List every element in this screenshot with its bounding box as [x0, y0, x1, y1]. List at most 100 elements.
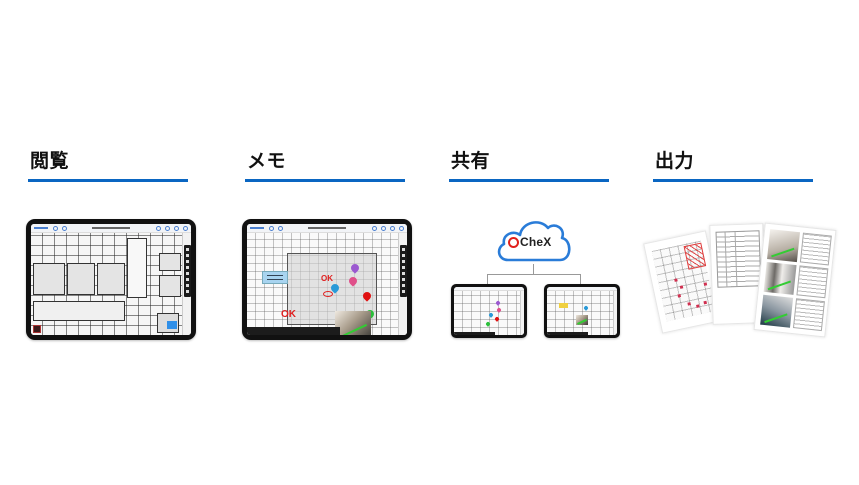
marker-dot: [703, 300, 708, 305]
minimap-viewport: [167, 321, 177, 329]
heading-underline: [245, 179, 405, 182]
document-title: [307, 227, 347, 229]
tool-strip: [184, 245, 191, 297]
heading-underline: [653, 179, 813, 182]
section-output: 出力: [653, 148, 823, 182]
marker-dot: [674, 278, 678, 282]
tablet-view-illustration: [26, 219, 196, 340]
map-pin-red-icon: [494, 316, 500, 322]
map-pin-purple-icon: [495, 300, 501, 306]
circle-icon: [62, 226, 67, 231]
section-heading-output: 出力: [655, 150, 695, 172]
circle-icon: [156, 226, 161, 231]
red-square-icon: [33, 325, 41, 333]
drawing-toolbar: [613, 291, 617, 335]
floor-plan-drawing: OK OK: [247, 233, 398, 335]
circle-icon: [269, 226, 274, 231]
back-icon: [250, 227, 264, 229]
section-share: 共有: [449, 148, 619, 182]
section-heading-view: 閲覧: [30, 150, 70, 172]
bottom-toolbar: [547, 332, 588, 335]
connector-line: [533, 264, 534, 274]
app-toolbar: [247, 224, 407, 233]
plan-corridor: [127, 238, 147, 298]
cloud-outline: [497, 221, 571, 262]
map-pin-pink-icon: [496, 307, 502, 313]
cloud-icon: CheX: [494, 214, 574, 264]
app-toolbar: [454, 287, 524, 291]
report-photo-1: [767, 229, 801, 263]
ok-annotation: OK: [321, 274, 333, 283]
bottom-toolbar: [247, 327, 340, 335]
floor-plan-drawing: [454, 291, 520, 335]
circle-icon: [165, 226, 170, 231]
plan-room: [33, 301, 125, 321]
tablet-screen: [547, 287, 617, 335]
drawing-toolbar: [520, 291, 524, 335]
report-comment-lines: [799, 232, 832, 266]
tablet-screen: [31, 224, 191, 335]
circle-icon: [53, 226, 58, 231]
connector-line: [487, 274, 488, 285]
section-heading-memo: メモ: [247, 150, 287, 172]
circle-icon: [372, 226, 377, 231]
circle-icon: [390, 226, 395, 231]
document-title: [91, 227, 131, 229]
map-pin-green-icon: [485, 321, 491, 327]
connector-line: [580, 274, 581, 285]
red-circle-markup: [323, 291, 333, 297]
marker-dot: [679, 285, 684, 289]
attached-photo: [576, 315, 588, 325]
app-toolbar: [547, 287, 617, 291]
map-pin-blue-icon: [583, 305, 589, 311]
marker-dot: [696, 304, 700, 308]
attached-photo: [335, 311, 371, 335]
tablet-screen: OK OK: [247, 224, 407, 335]
chex-logo: CheX: [508, 235, 551, 249]
report-photo-3: [760, 294, 794, 328]
marker-dot: [687, 302, 691, 306]
circle-icon: [183, 226, 188, 231]
back-icon: [34, 227, 48, 229]
section-memo: メモ: [245, 148, 415, 182]
section-heading-share: 共有: [451, 150, 491, 172]
heading-underline: [449, 179, 609, 182]
hatched-area: [683, 242, 707, 270]
tablet-shared-left: [451, 284, 527, 338]
circle-icon: [174, 226, 179, 231]
drawing-toolbar: [182, 233, 191, 335]
tablet-shared-right: [544, 284, 620, 338]
circle-icon: [278, 226, 283, 231]
tablet-memo-illustration: OK OK: [242, 219, 412, 340]
circle-icon: [381, 226, 386, 231]
circle-icon: [399, 226, 404, 231]
map-pin-blue-icon: [488, 312, 494, 318]
report-comment-lines: [792, 298, 825, 332]
memo-note: [559, 303, 568, 308]
tool-strip: [400, 245, 407, 297]
tablet-screen: [454, 287, 524, 335]
plan-room: [159, 275, 181, 297]
floor-plan-drawing: [31, 233, 182, 335]
ok-annotation: OK: [281, 309, 296, 320]
plan-room: [67, 263, 95, 295]
logo-text: CheX: [520, 235, 552, 249]
bottom-toolbar: [454, 332, 495, 335]
plan-room: [97, 263, 125, 295]
logo-ring-icon: [508, 236, 519, 248]
connector-line: [487, 274, 581, 275]
report-photo-2: [763, 261, 797, 295]
inspection-table: [715, 230, 762, 288]
plan-room: [159, 253, 181, 271]
floor-plan-drawing: [547, 291, 613, 335]
printout-photo-report: [753, 222, 837, 338]
drawing-toolbar: [398, 233, 407, 335]
marker-dot: [677, 294, 682, 298]
app-toolbar: [31, 224, 191, 233]
marker-dot: [703, 282, 708, 286]
section-view: 閲覧: [28, 148, 198, 182]
plan-room: [33, 263, 65, 295]
report-comment-lines: [796, 265, 829, 299]
floor-plan-drawing: [651, 240, 716, 322]
heading-underline: [28, 179, 188, 182]
